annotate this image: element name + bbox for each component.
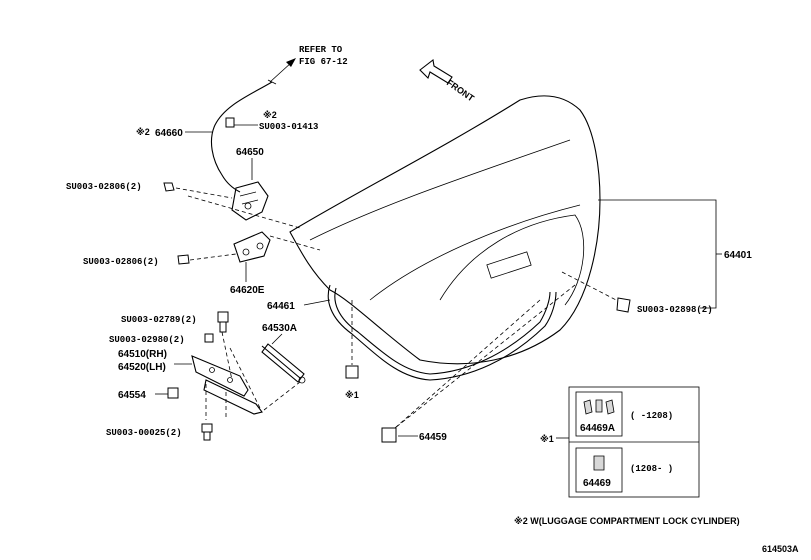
dash-64459-b xyxy=(394,284,576,429)
figure-id: 614503A xyxy=(762,544,799,554)
part-label-64401: 64401 xyxy=(724,250,752,261)
bolt-02789-icon xyxy=(217,311,229,333)
dash-02806a xyxy=(175,187,233,199)
front-arrow-icon xyxy=(419,59,453,84)
front-label: FRONT xyxy=(445,77,477,103)
bolt-02980-icon xyxy=(204,333,214,343)
mark-2-01413: ※2 xyxy=(263,110,277,120)
dash-lock-to-lid xyxy=(187,195,301,229)
hinge-hole-a xyxy=(209,367,215,373)
range-row2: (1208- ) xyxy=(630,464,673,474)
part-64660-cable xyxy=(185,79,277,193)
dash-02898 xyxy=(561,271,621,303)
dash-damper-hinge xyxy=(263,381,301,411)
part-label-64620E: 64620E xyxy=(230,285,265,296)
refer-arrow-shaft xyxy=(269,61,293,83)
bolt-02898-icon xyxy=(616,297,631,313)
dash-64459-a xyxy=(394,299,541,429)
lock-detail xyxy=(239,191,259,205)
cushion-icon xyxy=(381,427,397,443)
stopper-64554-icon xyxy=(167,387,179,399)
dash-striker-to-lid xyxy=(269,235,321,251)
hinge-base xyxy=(203,379,263,415)
cable-line xyxy=(210,81,273,193)
bolt-00025-icon xyxy=(201,423,213,441)
part-label-64459: 64459 xyxy=(419,432,447,443)
part-label-64530A: 64530A xyxy=(262,323,297,334)
dash-02806b xyxy=(189,253,237,261)
lock-body xyxy=(231,181,269,221)
bolt-label-01413: SU003-01413 xyxy=(259,122,318,132)
striker-body xyxy=(233,231,271,263)
refer-line1: REFER TO xyxy=(299,45,343,55)
variant-table: 64469A 64469 ( -1208) (1208- ) xyxy=(568,386,700,498)
seal-outer xyxy=(327,284,557,381)
part-label-64461: 64461 xyxy=(267,301,295,312)
bolt-label-02806b: SU003-02806(2) xyxy=(83,257,159,267)
lid-outline xyxy=(289,95,601,365)
bolt-label-02789: SU003-02789(2) xyxy=(121,315,197,325)
refer-callout: REFER TO FIG 67-12 xyxy=(269,45,348,83)
part-label-64650: 64650 xyxy=(236,147,264,158)
cable-end xyxy=(267,79,277,85)
clip-variant-b-icon xyxy=(593,455,605,471)
part-label-64469A: 64469A xyxy=(580,423,615,434)
clip-icon xyxy=(345,365,359,379)
part-label-64554: 64554 xyxy=(118,390,146,401)
striker-hole-a xyxy=(242,248,250,256)
lid-plate-recess xyxy=(486,251,532,279)
mark-1-clip: ※1 xyxy=(345,390,359,400)
bolt-label-00025: SU003-00025(2) xyxy=(106,428,182,438)
striker-hole-b xyxy=(256,242,264,250)
refer-arrowhead-icon xyxy=(286,58,296,67)
part-64530A-damper xyxy=(261,343,306,384)
part-64510-hinge xyxy=(191,355,263,415)
bolt-02806a-icon xyxy=(163,182,175,192)
bolt-label-02898: SU003-02898(2) xyxy=(637,305,713,315)
hinge-hole-b xyxy=(227,377,233,383)
hinge-arm xyxy=(191,355,249,397)
bolt-02806b-icon xyxy=(177,254,190,265)
part-label-64469: 64469 xyxy=(583,478,611,489)
bracket-64401 xyxy=(598,199,717,309)
part-label-64510: 64510(RH) xyxy=(118,349,167,360)
range-row1: ( -1208) xyxy=(630,411,673,421)
part-64620E-striker xyxy=(233,231,271,263)
damper-tube xyxy=(261,343,305,383)
mark-1-table: ※1 xyxy=(540,434,554,444)
bolt-label-02806a: SU003-02806(2) xyxy=(66,182,142,192)
cable-clip xyxy=(225,117,235,128)
seal-inner xyxy=(334,287,551,375)
part-64401-lid xyxy=(289,95,601,365)
part-64461-weatherstrip xyxy=(327,284,557,381)
dash-hinge xyxy=(205,331,261,420)
mark-2-64660: ※2 xyxy=(136,127,150,137)
part-label-64520: 64520(LH) xyxy=(118,362,166,373)
lid-crease xyxy=(309,139,571,241)
lid-recess xyxy=(439,214,585,306)
clip-variant-a-icon xyxy=(583,399,615,415)
damper-end xyxy=(298,376,306,384)
lock-pivot xyxy=(244,202,252,210)
footnote: ※2 W(LUGGAGE COMPARTMENT LOCK CYLINDER) xyxy=(514,516,740,526)
damper-rod xyxy=(261,345,301,379)
bolt-label-02980: SU003-02980(2) xyxy=(109,335,185,345)
part-64650-lock xyxy=(231,181,269,221)
cell-64469 xyxy=(575,447,623,493)
front-indicator: FRONT xyxy=(419,59,477,104)
lid-panel-edge xyxy=(369,204,581,301)
part-label-64660: 64660 xyxy=(155,128,183,139)
leader-64530A xyxy=(271,333,283,345)
refer-line2: FIG 67-12 xyxy=(299,57,348,67)
cell-64469A xyxy=(575,391,623,437)
leader-64461 xyxy=(303,299,331,306)
